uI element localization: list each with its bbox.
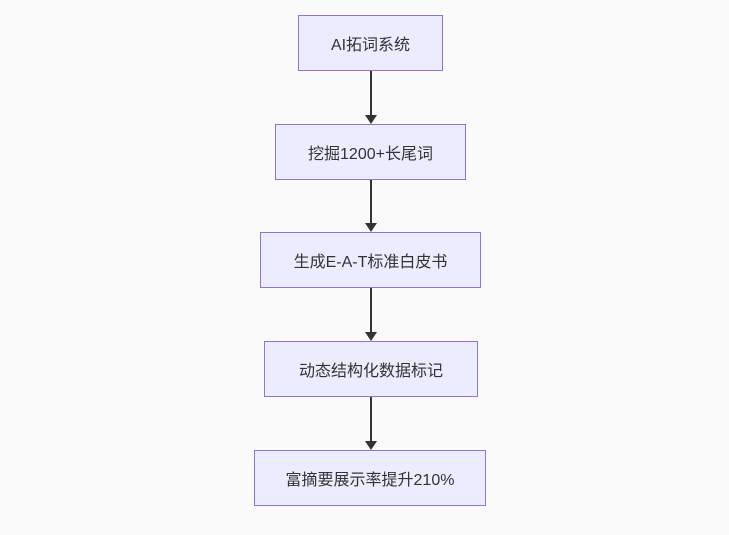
arrow-connector xyxy=(364,71,378,124)
arrowhead-down-icon xyxy=(365,115,377,124)
flow-node-rich-snippet-result: 富摘要展示率提升210% xyxy=(254,450,486,506)
arrow-connector xyxy=(364,288,378,341)
flow-node-label: 动态结构化数据标记 xyxy=(298,363,443,380)
flow-node-longtail-mining: 挖掘1200+长尾词 xyxy=(275,124,466,180)
arrow-line xyxy=(370,71,372,119)
flow-node-label: 挖掘1200+长尾词 xyxy=(308,146,433,163)
flow-node-label: 富摘要展示率提升210% xyxy=(285,472,455,489)
arrowhead-down-icon xyxy=(365,441,377,450)
arrowhead-down-icon xyxy=(365,332,377,341)
flow-node-eat-whitepaper: 生成E-A-T标准白皮书 xyxy=(260,232,481,288)
flow-node-label: 生成E-A-T标准白皮书 xyxy=(293,254,448,271)
arrow-line xyxy=(370,288,372,336)
arrowhead-down-icon xyxy=(365,223,377,232)
flow-node-ai-keyword-system: AI拓词系统 xyxy=(298,15,443,71)
arrow-line xyxy=(370,397,372,445)
arrow-line xyxy=(370,180,372,227)
arrow-connector xyxy=(364,397,378,450)
flow-node-structured-data-markup: 动态结构化数据标记 xyxy=(264,341,478,397)
flow-node-label: AI拓词系统 xyxy=(330,37,411,54)
arrow-connector xyxy=(364,180,378,232)
